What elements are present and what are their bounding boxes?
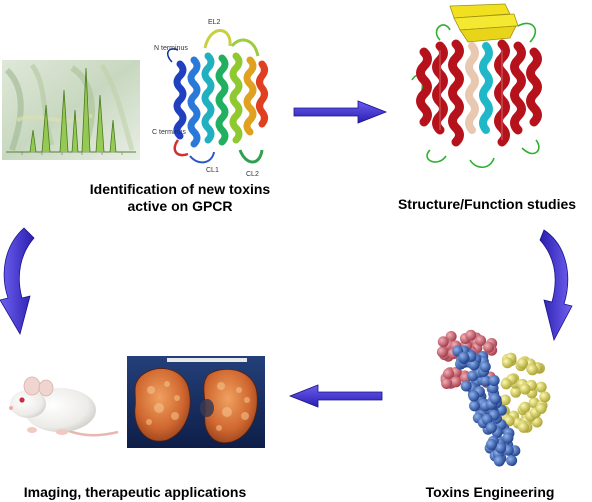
gpcr-label-n-terminus: N terminus: [154, 45, 188, 52]
sphere-atom: [436, 346, 448, 358]
sphere-atom: [468, 390, 480, 402]
sphere-atom: [469, 400, 481, 412]
sphere-atom: [468, 359, 480, 371]
sphere-atom: [493, 455, 505, 467]
arrow-curved-down-right: [538, 228, 578, 344]
sphere-atom: [479, 361, 491, 373]
sphere-atom: [495, 442, 507, 454]
caption-imaging-therapeutic: Imaging, therapeutic applications: [23, 484, 247, 500]
sphere-atom: [510, 386, 522, 398]
sphere-atom: [465, 329, 477, 341]
sphere-atom: [443, 368, 455, 380]
sphere-atom: [481, 413, 493, 425]
caption-identification: Identification of new toxins active on G…: [89, 181, 271, 214]
sphere-atom: [480, 375, 492, 387]
sphere-atom: [499, 394, 511, 406]
gpcr-label-el2: EL2: [208, 19, 221, 26]
sphere-atom: [539, 391, 551, 403]
sphere-atom: [483, 341, 495, 353]
sphere-atom: [535, 403, 547, 415]
sphere-atom: [526, 364, 538, 376]
toxin-sphere-model-image: [434, 324, 554, 474]
sphere-atom: [489, 393, 501, 405]
sphere-atom: [519, 401, 531, 413]
caption-structure-function: Structure/Function studies: [397, 196, 577, 212]
sphere-atom: [485, 422, 497, 434]
gpcr-structure-image: EL2 N terminus C terminus CL1 CL2: [150, 16, 280, 178]
sphere-atom: [445, 331, 457, 343]
sphere-atom: [460, 380, 472, 392]
sphere-atom: [458, 351, 470, 363]
kidneys-photo-image: [127, 356, 265, 448]
sphere-atom: [502, 432, 514, 444]
sphere-atom: [485, 439, 497, 451]
sphere-atom: [450, 376, 462, 388]
sphere-atom: [535, 381, 547, 393]
sphere-atom: [519, 383, 531, 395]
sphere-atom: [501, 357, 513, 369]
gpcr-label-c-terminus: C terminus: [152, 129, 186, 136]
gpcr-label-cl1: CL1: [206, 167, 219, 174]
sphere-atom: [516, 357, 528, 369]
gpcr-label-cl2: CL2: [246, 171, 259, 178]
sphere-atom: [518, 421, 530, 433]
sphere-atom: [475, 335, 487, 347]
chromatogram-image: [2, 60, 140, 160]
sphere-atom: [506, 455, 518, 467]
caption-toxins-engineering: Toxins Engineering: [425, 484, 555, 500]
arrow-left-bottom: [288, 382, 384, 410]
sphere-atom: [441, 378, 453, 390]
arrow-curved-down-left: [0, 226, 42, 338]
membrane-protein-structure-image: [410, 0, 555, 172]
arrow-right-top: [292, 98, 388, 126]
sphere-atom: [500, 378, 512, 390]
sphere-atom: [437, 336, 449, 348]
sphere-atom: [488, 375, 500, 387]
mouse-image: [2, 366, 120, 444]
